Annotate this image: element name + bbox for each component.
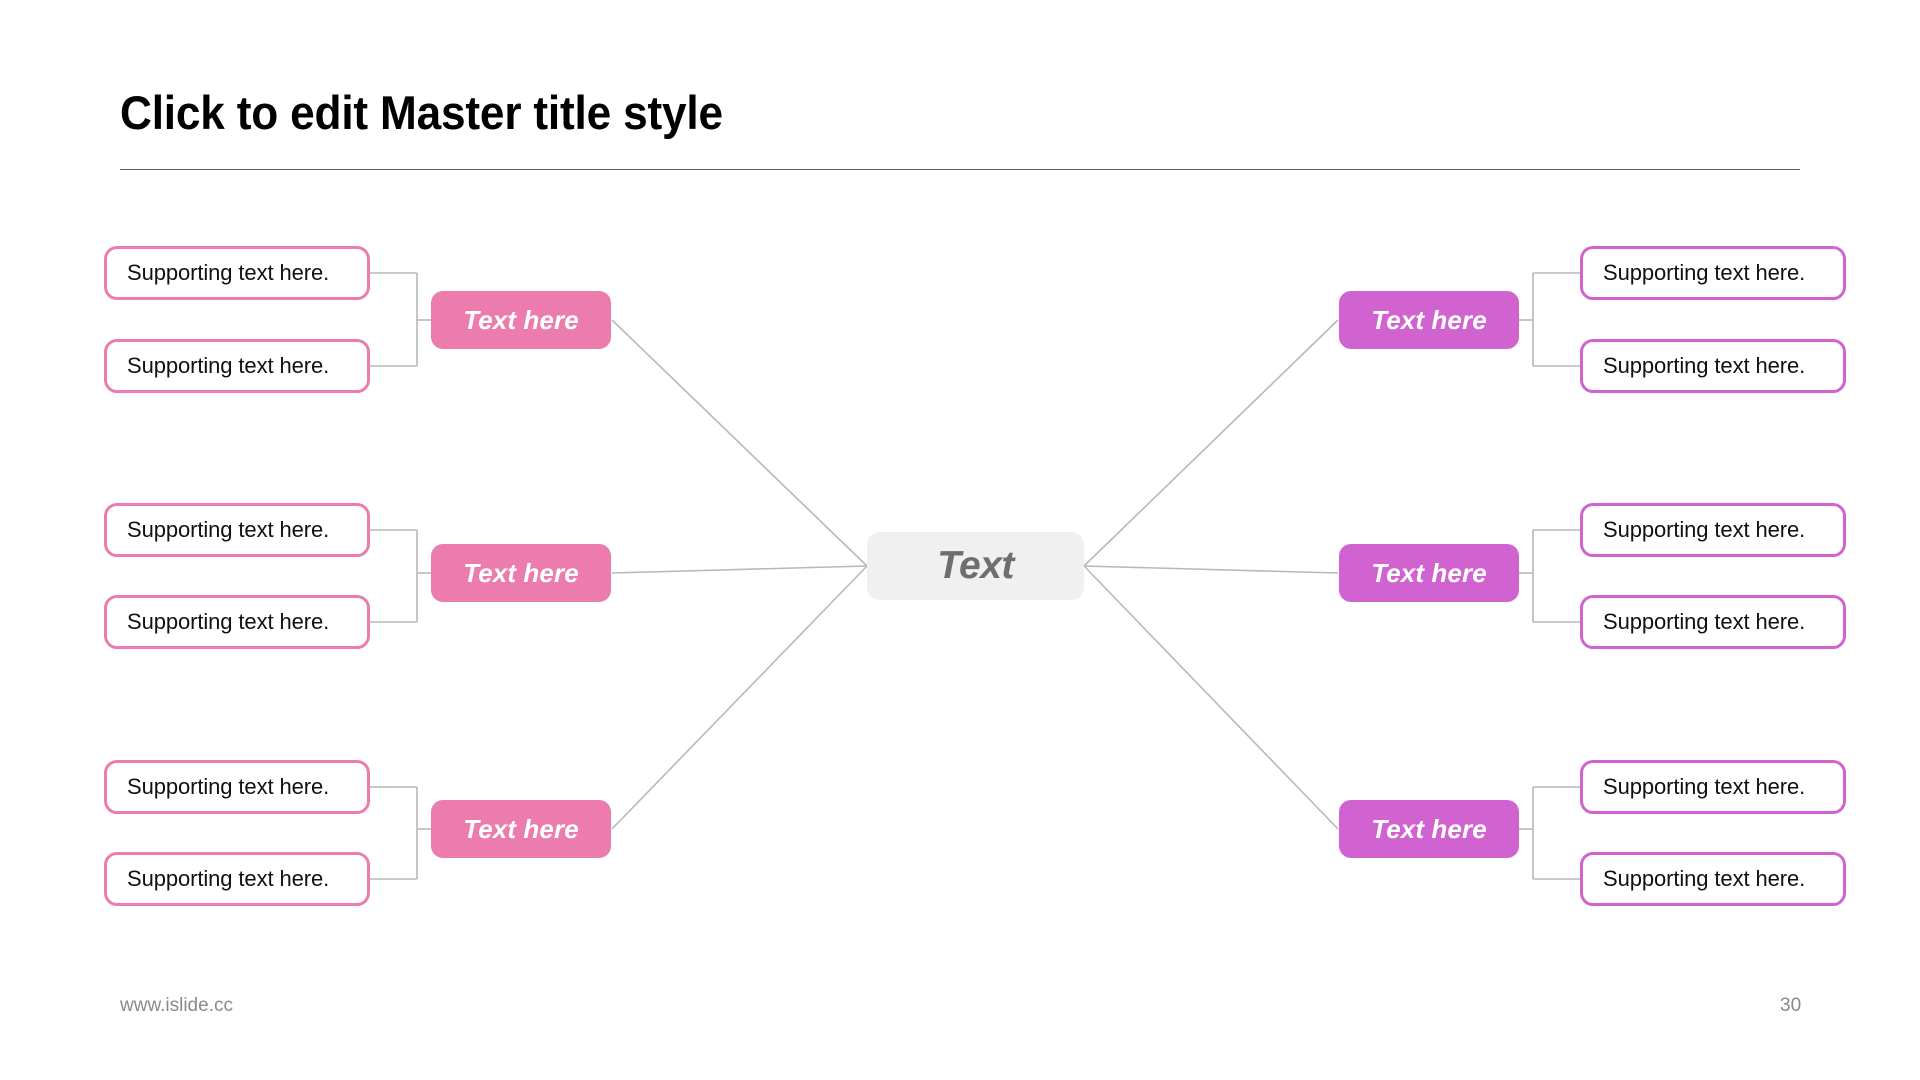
leaf-left-top-2[interactable]: Supporting text here. <box>104 339 370 393</box>
leaf-label: Supporting text here. <box>127 609 330 634</box>
branch-head-right-top[interactable]: Text here <box>1339 291 1519 349</box>
leaf-left-middle-2[interactable]: Supporting text here. <box>104 595 370 649</box>
branch-head-left-bottom[interactable]: Text here <box>431 800 611 858</box>
leaf-label: Supporting text here. <box>1603 260 1806 285</box>
branch-head-right-middle[interactable]: Text here <box>1339 544 1519 602</box>
leaf-label: Supporting text here. <box>127 517 330 542</box>
branch-head-label: Text here <box>463 557 579 588</box>
spoke-left-bottom <box>611 565 868 830</box>
branch-head-right-bottom[interactable]: Text here <box>1339 800 1519 858</box>
branch-head-label: Text here <box>1371 304 1487 335</box>
leaf-label: Supporting text here. <box>127 260 330 285</box>
spoke-right-bottom <box>1083 565 1339 830</box>
leaf-label: Supporting text here. <box>127 353 330 378</box>
spoke-right-middle <box>1083 565 1339 574</box>
branch-head-label: Text here <box>1371 557 1487 588</box>
leaf-left-middle-1[interactable]: Supporting text here. <box>104 503 370 557</box>
leaf-label: Supporting text here. <box>1603 866 1806 891</box>
spoke-right-top <box>1083 319 1339 567</box>
leaf-label: Supporting text here. <box>1603 517 1806 542</box>
leaf-label: Supporting text here. <box>1603 353 1806 378</box>
title-block: Click to edit Master title style <box>120 86 1800 170</box>
center-node-label: Text <box>937 544 1014 587</box>
page-title[interactable]: Click to edit Master title style <box>120 86 723 139</box>
leaf-label: Supporting text here. <box>127 774 330 799</box>
branch-head-label: Text here <box>463 813 579 844</box>
leaf-label: Supporting text here. <box>1603 609 1806 634</box>
leaf-left-top-1[interactable]: Supporting text here. <box>104 246 370 300</box>
leaf-label: Supporting text here. <box>1603 774 1806 799</box>
leaf-right-bottom-2[interactable]: Supporting text here. <box>1580 852 1846 906</box>
spoke-left-top <box>611 319 868 567</box>
leaf-left-bottom-2[interactable]: Supporting text here. <box>104 852 370 906</box>
branch-head-left-top[interactable]: Text here <box>431 291 611 349</box>
branch-head-left-middle[interactable]: Text here <box>431 544 611 602</box>
leaf-right-middle-1[interactable]: Supporting text here. <box>1580 503 1846 557</box>
spoke-left-middle <box>611 565 868 574</box>
center-node[interactable]: Text <box>867 532 1084 600</box>
leaf-right-middle-2[interactable]: Supporting text here. <box>1580 595 1846 649</box>
page-number: 30 <box>1780 995 1802 1016</box>
leaf-right-bottom-1[interactable]: Supporting text here. <box>1580 760 1846 814</box>
title-divider <box>120 169 1800 170</box>
leaf-right-top-1[interactable]: Supporting text here. <box>1580 246 1846 300</box>
leaf-label: Supporting text here. <box>127 866 330 891</box>
branch-head-label: Text here <box>1371 813 1487 844</box>
branch-head-label: Text here <box>463 304 579 335</box>
leaf-left-bottom-1[interactable]: Supporting text here. <box>104 760 370 814</box>
leaf-right-top-2[interactable]: Supporting text here. <box>1580 339 1846 393</box>
footer-url[interactable]: www.islide.cc <box>120 995 233 1016</box>
